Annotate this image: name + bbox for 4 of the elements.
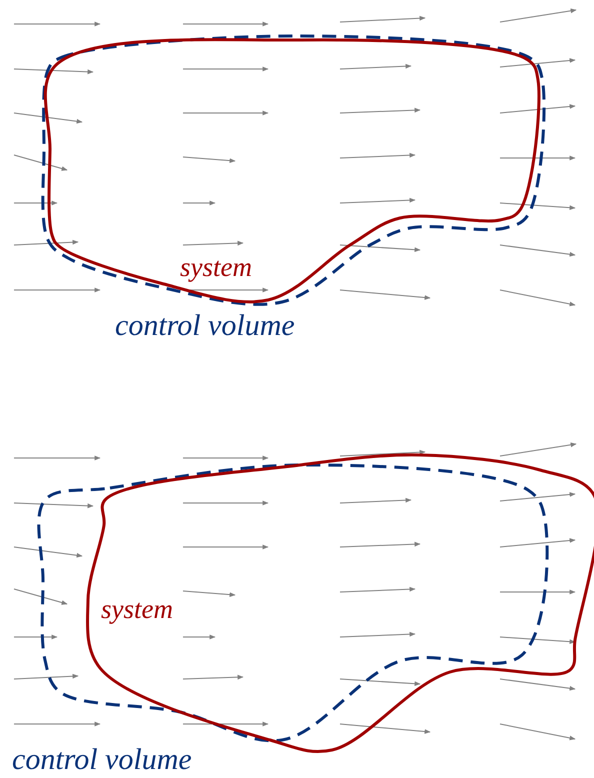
system-label: system [180, 254, 252, 281]
control-volume-label: control volume [115, 311, 295, 341]
system-label: system [101, 596, 173, 623]
control-volume-label: control volume [12, 745, 192, 775]
